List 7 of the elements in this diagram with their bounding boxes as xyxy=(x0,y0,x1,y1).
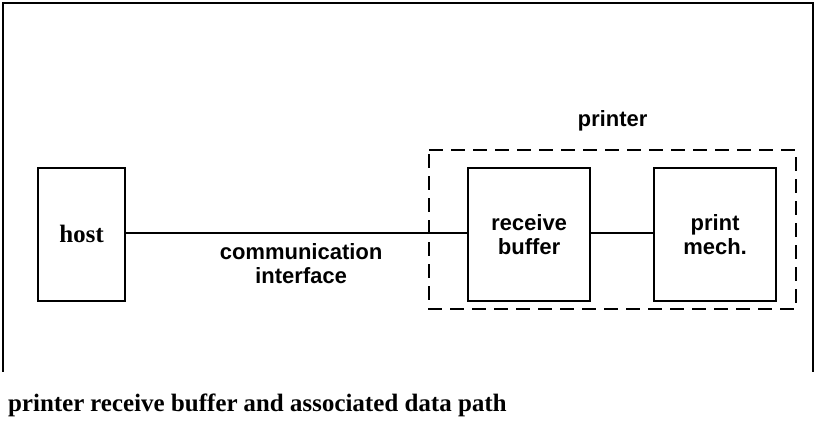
process-box: receive buffer xyxy=(467,167,591,302)
connector-line xyxy=(591,232,653,234)
group-heading: printer xyxy=(576,107,648,131)
process-box: host xyxy=(37,167,126,302)
process-box: print mech. xyxy=(653,167,777,302)
connector-line xyxy=(126,232,467,234)
caption: printer receive buffer and associated data path xyxy=(8,390,507,418)
